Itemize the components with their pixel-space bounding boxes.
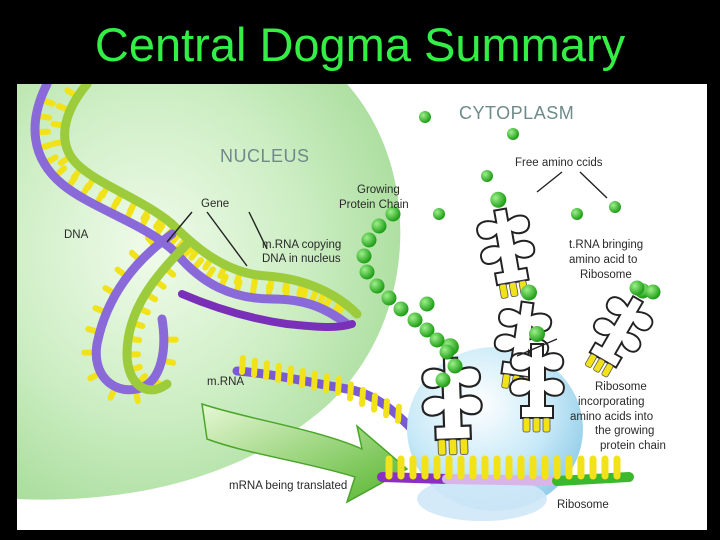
slide-title: Central Dogma Summary — [94, 18, 626, 71]
label-trna-line-2: amino acid to — [569, 254, 637, 266]
base-tick — [287, 365, 294, 386]
dna-double-helix — [30, 84, 362, 405]
amino-acid — [385, 206, 401, 222]
label-growing-line-2: Protein Chain — [339, 199, 409, 211]
label-growing-line-1: Growing — [357, 184, 400, 196]
base-tick — [335, 375, 342, 396]
label-ribosome-incorp-line-2: incorporating — [578, 396, 644, 408]
label-ribosome: Ribosome — [557, 499, 609, 511]
trna-molecule — [509, 326, 565, 433]
amino-acid — [407, 312, 423, 328]
label-ribosome-incorp-line-5: protein chain — [600, 440, 666, 452]
amino-acid — [393, 301, 409, 317]
label-dna: DNA — [64, 229, 89, 241]
amino-acid — [490, 191, 507, 208]
base-tick — [323, 373, 330, 394]
amino-acid — [481, 170, 493, 182]
trna-molecule — [493, 284, 553, 392]
amino-acid — [419, 322, 435, 338]
base-tick — [275, 362, 282, 383]
amino-acid — [429, 332, 445, 348]
amino-acid — [447, 358, 463, 374]
amino-acid — [371, 218, 387, 234]
mrna-bases — [239, 355, 402, 424]
base-tick — [239, 355, 246, 375]
base-tick — [371, 392, 378, 413]
mrna-translated-strand — [377, 455, 634, 486]
label-ribosome-incorp-line-1: Ribosome — [595, 381, 647, 393]
trna-molecule — [476, 191, 536, 299]
label-mrna-copying-line-2: DNA in nucleus — [262, 253, 341, 265]
base-tick — [359, 387, 366, 407]
label-mrna-translated: mRNA being translated — [229, 480, 347, 492]
amino-acid — [433, 208, 445, 220]
base-tick — [383, 398, 390, 419]
amino-acid — [439, 344, 455, 360]
amino-acid — [507, 128, 519, 140]
base-tick — [251, 357, 258, 378]
amino-acids — [356, 111, 661, 388]
amino-acid — [645, 284, 661, 300]
amino-acid — [359, 264, 375, 280]
diagram-panel: CYTOPLASM NUCLEUS Free amino ccids Growi… — [17, 84, 707, 530]
base-tick — [395, 403, 402, 424]
pointer-lines — [166, 171, 608, 357]
amino-acid — [419, 111, 431, 123]
base-tick — [347, 381, 354, 402]
amino-acid — [529, 326, 545, 342]
mrna-strand — [232, 355, 417, 434]
label-ribosome-incorp-line-4: the growing — [595, 425, 654, 437]
mrna-in-nucleus — [178, 290, 356, 332]
amino-acid — [435, 372, 451, 388]
amino-acid — [609, 201, 621, 213]
label-cytoplasm: CYTOPLASM — [459, 103, 574, 123]
label-trna-line-3: Ribosome — [580, 269, 632, 281]
label-mrna: m.RNA — [207, 376, 244, 388]
label-gene: Gene — [201, 198, 229, 210]
label-trna-line-1: t.RNA bringing — [569, 239, 643, 251]
amino-acid — [419, 296, 435, 312]
base-tick — [263, 360, 270, 381]
central-dogma-diagram: CYTOPLASM NUCLEUS Free amino ccids Growi… — [17, 84, 666, 521]
translated-mrna-bases — [385, 455, 621, 480]
amino-acid — [369, 278, 385, 294]
translation-arrow — [201, 402, 409, 504]
base-tick — [311, 370, 318, 391]
amino-acid — [571, 208, 583, 220]
base-tick — [299, 368, 306, 388]
label-ribosome-incorp-line-3: amino acids into — [570, 411, 653, 423]
amino-acid — [629, 280, 645, 296]
amino-acid — [381, 290, 397, 306]
label-nucleus: NUCLEUS — [220, 146, 310, 166]
amino-acid — [356, 248, 372, 264]
amino-acid — [361, 232, 377, 248]
label-mrna-copying-line-1: m.RNA copying — [262, 239, 341, 251]
label-free-amino-acids: Free amino ccids — [515, 157, 603, 169]
amino-acid — [520, 284, 537, 301]
